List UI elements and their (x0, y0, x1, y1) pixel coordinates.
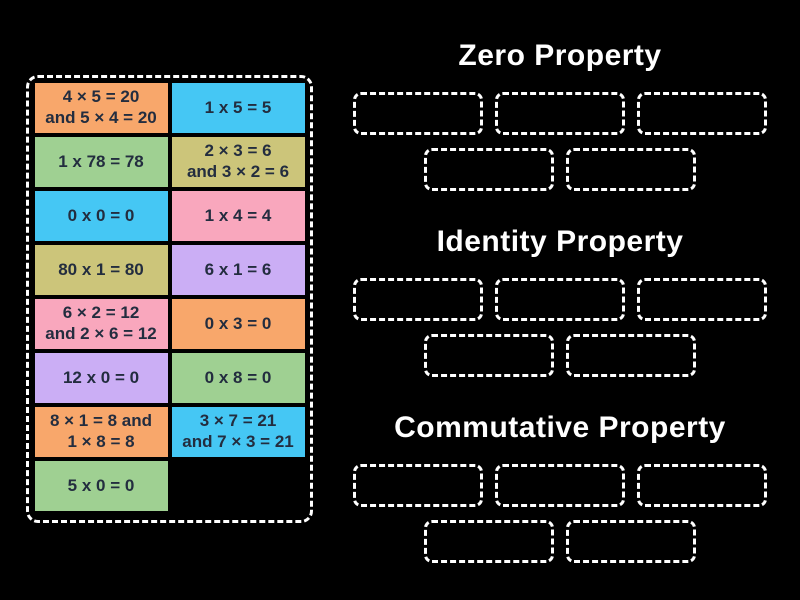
card-text-line: 1 x 5 = 5 (204, 97, 272, 117)
card-text-line: 8 × 1 = 8 and (49, 411, 153, 431)
card-text-line: 1 x 4 = 4 (204, 205, 272, 225)
group-title-zero-property: Zero Property (458, 39, 662, 72)
answer-card[interactable]: 4 × 5 = 20 and 5 × 4 = 20 (34, 83, 168, 133)
drop-slot[interactable] (424, 520, 554, 563)
card-text-line: 5 x 0 = 0 (67, 475, 135, 495)
group-title-commutative-property: Commutative Property (394, 411, 726, 444)
answer-card[interactable]: 5 x 0 = 0 (34, 461, 168, 511)
slot-row (340, 334, 780, 377)
answer-card[interactable]: 3 × 7 = 21 and 7 × 3 = 21 (171, 407, 305, 457)
group-commutative-property: Commutative Property (340, 408, 780, 576)
card-text-line: 80 x 1 = 80 (58, 259, 144, 279)
slot-row (340, 520, 780, 563)
group-identity-property: Identity Property (340, 222, 780, 390)
answer-card[interactable]: 1 x 4 = 4 (171, 191, 305, 241)
drop-slot[interactable] (424, 334, 554, 377)
answer-card[interactable]: 6 × 2 = 12 and 2 × 6 = 12 (34, 299, 168, 349)
answer-card[interactable]: 0 x 8 = 0 (171, 353, 305, 403)
drop-slot[interactable] (495, 278, 625, 321)
slot-row (340, 148, 780, 191)
card-text-line: 3 × 7 = 21 (199, 411, 277, 431)
drop-slot[interactable] (637, 278, 767, 321)
drop-slot[interactable] (637, 464, 767, 507)
drop-slot[interactable] (566, 148, 696, 191)
group-zero-property: Zero Property (340, 36, 780, 204)
drop-slot[interactable] (353, 278, 483, 321)
answer-card[interactable]: 6 x 1 = 6 (171, 245, 305, 295)
group-title-identity-property: Identity Property (436, 225, 684, 258)
card-text-line: and 2 × 6 = 12 (45, 324, 157, 343)
drop-slot[interactable] (566, 334, 696, 377)
card-text-line: 0 x 3 = 0 (204, 313, 272, 333)
card-text-line: 6 × 2 = 12 (62, 303, 140, 323)
drop-slot[interactable] (424, 148, 554, 191)
card-text-line: 1 x 78 = 78 (58, 151, 144, 171)
card-text-line: and 7 × 3 = 21 (182, 432, 294, 451)
drop-slot[interactable] (353, 464, 483, 507)
drop-slot[interactable] (353, 92, 483, 135)
drop-slot[interactable] (495, 92, 625, 135)
slot-row (340, 464, 780, 507)
card-text-line: and 5 × 4 = 20 (45, 108, 157, 127)
card-text-line: 6 x 1 = 6 (204, 259, 272, 279)
drop-slot[interactable] (495, 464, 625, 507)
card-text-line: 0 x 0 = 0 (67, 205, 135, 225)
card-text-line: 2 × 3 = 6 (204, 141, 272, 161)
card-text-line: and 3 × 2 = 6 (186, 162, 290, 181)
answer-card[interactable]: 12 x 0 = 0 (34, 353, 168, 403)
card-text-line: 0 x 8 = 0 (204, 367, 272, 387)
answer-card[interactable]: 1 x 5 = 5 (171, 83, 305, 133)
drop-slot[interactable] (566, 520, 696, 563)
slot-row (340, 92, 780, 135)
answer-card[interactable]: 2 × 3 = 6 and 3 × 2 = 6 (171, 137, 305, 187)
card-pool: 4 × 5 = 20 and 5 × 4 = 20 1 x 5 = 5 1 x … (26, 75, 313, 523)
card-text-line: 1 × 8 = 8 (67, 432, 135, 451)
drop-slot[interactable] (637, 92, 767, 135)
answer-card[interactable]: 0 x 3 = 0 (171, 299, 305, 349)
answer-card[interactable]: 8 × 1 = 8 and 1 × 8 = 8 (34, 407, 168, 457)
answer-card[interactable]: 0 x 0 = 0 (34, 191, 168, 241)
card-text-line: 12 x 0 = 0 (62, 367, 140, 387)
answer-card[interactable]: 80 x 1 = 80 (34, 245, 168, 295)
answer-card[interactable]: 1 x 78 = 78 (34, 137, 168, 187)
card-text-line: 4 × 5 = 20 (62, 87, 140, 107)
slot-row (340, 278, 780, 321)
